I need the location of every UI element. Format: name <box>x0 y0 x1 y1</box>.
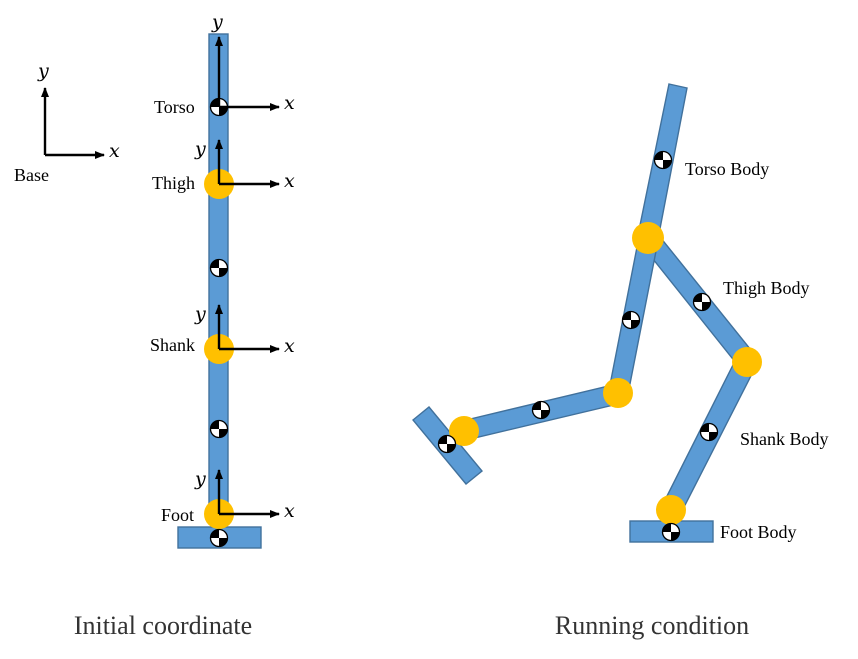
thigh-frame: y x Thigh <box>152 138 295 193</box>
joint-icon <box>632 222 664 254</box>
center-of-mass-icon <box>621 310 641 330</box>
shank-x-label: x <box>284 335 295 357</box>
center-of-mass-icon <box>692 292 712 312</box>
running-condition-caption: Running condition <box>555 611 749 640</box>
base-x-label: x <box>109 140 120 162</box>
shank-y-label: y <box>194 303 206 325</box>
foot-label: Foot <box>161 505 194 525</box>
base-y-label: y <box>37 60 49 82</box>
shank-body-label: Shank Body <box>740 429 829 449</box>
joint-icon <box>732 347 762 377</box>
center-of-mass-icon <box>699 422 719 442</box>
center-of-mass-icon <box>531 400 551 420</box>
torso-y-label: y <box>211 11 223 33</box>
foot-frame: y x Foot <box>161 468 295 525</box>
foot-body-label: Foot Body <box>720 522 797 542</box>
thigh-label: Thigh <box>152 173 195 193</box>
joint-icon <box>449 416 479 446</box>
initial-coordinate-caption: Initial coordinate <box>74 611 252 640</box>
base-frame: y x Base <box>14 60 120 185</box>
joint-icon <box>656 495 686 525</box>
joint-icon <box>603 378 633 408</box>
center-of-mass-icon <box>209 528 229 548</box>
center-of-mass-icon <box>209 258 229 278</box>
thigh-x-label: x <box>284 170 295 192</box>
center-of-mass-icon <box>661 522 681 542</box>
torso-x-label: x <box>284 92 295 114</box>
center-of-mass-icon <box>653 150 673 170</box>
torso-label: Torso <box>154 97 195 117</box>
torso-frame: y x Torso <box>154 11 295 117</box>
foot-x-label: x <box>284 500 295 522</box>
initial-coordinate-figure: y x Torso y x Thigh y x Shank y x Foot <box>74 11 295 640</box>
shank-frame: y x Shank <box>150 303 295 357</box>
thigh-body-label: Thigh Body <box>723 278 810 298</box>
running-condition-figure: Torso Body Thigh Body Shank Body Foot Bo… <box>412 83 829 640</box>
center-of-mass-icon <box>437 434 457 454</box>
thigh-y-label: y <box>194 138 206 160</box>
foot-y-label: y <box>194 468 206 490</box>
shank-label: Shank <box>150 335 195 355</box>
torso-body-label: Torso Body <box>685 159 769 179</box>
center-of-mass-icon <box>209 419 229 439</box>
base-label: Base <box>14 165 49 185</box>
